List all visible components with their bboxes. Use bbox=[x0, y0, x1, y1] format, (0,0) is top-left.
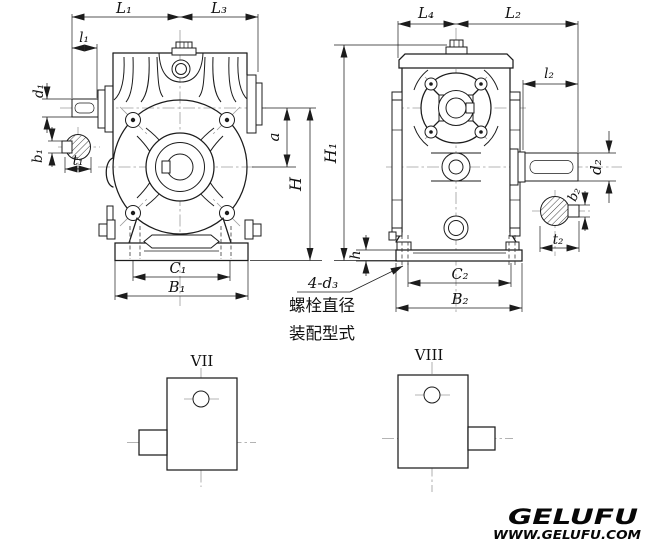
dim-label-d2: d₂ bbox=[587, 159, 605, 175]
dimension-B2: B₂ bbox=[395, 263, 523, 312]
dim-label-l1: l₁ bbox=[79, 30, 89, 46]
dim-label-h: h bbox=[348, 250, 364, 259]
bore-keyway bbox=[161, 160, 171, 174]
foundation-bolts-front bbox=[98, 219, 262, 240]
top-cap bbox=[398, 53, 514, 69]
gear-housing-face bbox=[112, 99, 248, 235]
dimension-d1: d₁ bbox=[31, 83, 72, 133]
variant-viii-label: VIII bbox=[414, 346, 444, 364]
dimension-t2: t₂ bbox=[539, 221, 580, 252]
input-shaft-keyway bbox=[74, 102, 95, 114]
dimension-L2: L₂ bbox=[456, 4, 579, 152]
cover-corner-arcs bbox=[413, 69, 499, 147]
dimensions-front: L₁ L₃ l₁ d₁ b₁ t₁ bbox=[30, 0, 322, 300]
lifting-arch bbox=[158, 52, 204, 83]
dimension-l2: l₂ bbox=[522, 66, 578, 150]
cooling-fins bbox=[113, 56, 249, 103]
viii-input-hole bbox=[423, 386, 441, 404]
dim-label-H1: H₁ bbox=[321, 143, 340, 164]
input-bearing-cover bbox=[97, 89, 106, 129]
oil-plug-boss bbox=[106, 205, 114, 222]
dimension-H: H bbox=[250, 108, 322, 261]
worm-bore-keyway bbox=[465, 102, 475, 114]
input-key-section bbox=[61, 134, 91, 160]
bolt-diameter-label: 螺栓直径 bbox=[289, 296, 355, 315]
dim-label-H: H bbox=[286, 176, 305, 192]
variant-view-viii: VIII bbox=[382, 346, 513, 492]
bolt-callout: 4-d₃ 螺栓直径 装配型式 bbox=[289, 265, 404, 343]
breather-plug bbox=[171, 41, 197, 56]
foot-bolt-holes-front bbox=[129, 226, 232, 259]
dimension-b1: b₁ bbox=[30, 127, 62, 167]
output-bearing-cover bbox=[509, 148, 519, 186]
dim-label-B1: B₁ bbox=[167, 278, 185, 296]
dim-label-d1: d₁ bbox=[31, 84, 47, 98]
dimension-C1: C₁ bbox=[132, 261, 231, 281]
dimension-L3: L₃ bbox=[180, 0, 258, 21]
website-text: WWW.GELUFU.COM bbox=[493, 527, 642, 542]
dim-label-C1: C₁ bbox=[170, 261, 187, 277]
right-bearing-boss bbox=[246, 74, 257, 134]
assembly-type-label: 装配型式 bbox=[289, 324, 355, 343]
key-slot-1 bbox=[61, 140, 73, 154]
dimension-H1: H₁ bbox=[321, 44, 447, 261]
dim-label-a: a bbox=[265, 133, 283, 142]
dimension-L4: L₄ bbox=[397, 4, 456, 58]
logo-text: GELUFU bbox=[508, 505, 638, 529]
dim-label-L1: L₁ bbox=[115, 0, 132, 17]
output-shaft-keyway bbox=[529, 160, 574, 174]
output-bore bbox=[166, 153, 194, 181]
dim-label-L3: L₃ bbox=[210, 0, 227, 17]
dimension-B1: B₁ bbox=[114, 261, 249, 300]
face-bolts bbox=[125, 112, 235, 221]
branding: GELUFU WWW.GELUFU.COM bbox=[493, 505, 642, 542]
dim-label-b1: b₁ bbox=[30, 149, 46, 163]
top-bolt bbox=[445, 39, 468, 55]
base-slot bbox=[143, 234, 220, 249]
vii-input-hole bbox=[192, 390, 210, 408]
cover-bolts bbox=[424, 77, 488, 139]
dimension-L1: L₁ bbox=[71, 0, 259, 98]
oil-sight-plug bbox=[441, 152, 471, 182]
dimensions-side: L₄ L₂ l₂ H₁ d₂ bbox=[321, 4, 616, 312]
key-slot-2 bbox=[567, 204, 580, 218]
side-ledge-bolt bbox=[388, 231, 397, 241]
output-shaft bbox=[524, 152, 579, 182]
dimension-h: h bbox=[348, 235, 400, 276]
dimension-l1: l₁ bbox=[72, 30, 98, 98]
base-plate-side bbox=[395, 249, 523, 262]
dim-label-B2: B₂ bbox=[450, 290, 468, 308]
dim-label-C2: C₂ bbox=[452, 267, 469, 283]
front-view bbox=[61, 41, 263, 262]
dim-label-L4: L₄ bbox=[417, 4, 434, 22]
side-boss bbox=[105, 157, 114, 188]
output-key-section bbox=[540, 196, 580, 226]
dimension-b2: b₂ bbox=[565, 186, 590, 231]
dim-label-L2: L₂ bbox=[504, 4, 521, 22]
vii-output-shaft-left bbox=[138, 429, 168, 456]
lifting-hole bbox=[171, 59, 191, 79]
drain-plug bbox=[443, 215, 469, 241]
variant-view-vii: VII bbox=[127, 352, 256, 487]
viii-output-shaft-right bbox=[467, 426, 496, 451]
dim-label-t1: t₁ bbox=[73, 153, 84, 169]
dim-label-b2: b₂ bbox=[565, 186, 584, 204]
side-view bbox=[388, 39, 580, 267]
dimension-d2: d₂ bbox=[578, 131, 616, 203]
dimension-t1: t₁ bbox=[64, 153, 92, 173]
dimension-C2: C₂ bbox=[407, 263, 512, 287]
bolt-spec-label: 4-d₃ bbox=[307, 274, 338, 292]
dim-label-t2: t₂ bbox=[553, 232, 564, 248]
foot-bolt-holes-side bbox=[401, 235, 516, 267]
variant-vii-label: VII bbox=[190, 352, 214, 370]
dim-label-l2: l₂ bbox=[544, 66, 554, 82]
